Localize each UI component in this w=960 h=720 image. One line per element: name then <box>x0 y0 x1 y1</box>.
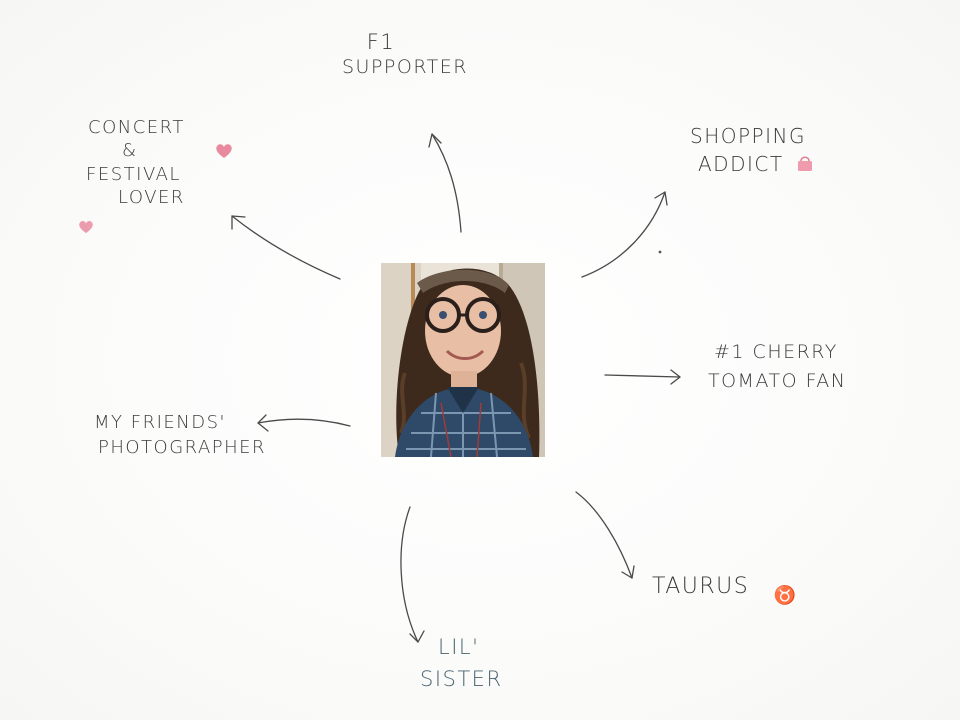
tomato-line: TOMATO FAN <box>708 369 847 392</box>
profile-photo <box>381 263 545 457</box>
lil-line: LIL' <box>438 635 480 659</box>
friends-line: MY FRIENDS' <box>94 412 226 433</box>
festival-line: FESTIVAL <box>86 163 181 185</box>
arrow-to-sister <box>400 506 425 643</box>
label-f1-supporter: F1 SUPPORTER <box>335 30 475 79</box>
photographer-line: PHOTOGRAPHER <box>98 437 267 459</box>
sister-line: SISTER <box>420 666 503 691</box>
concert-line: CONCERT <box>88 117 185 138</box>
arrow-to-taurus <box>575 491 635 579</box>
ampersand-line: & <box>122 140 138 162</box>
f1-line: F1 <box>366 30 396 54</box>
heart-icon <box>79 221 93 234</box>
shopping-line: SHOPPING <box>690 124 806 148</box>
arrow-to-concert <box>231 215 341 280</box>
taurus-sign-icon: ♉ <box>773 585 798 606</box>
pencil-dot <box>658 250 662 254</box>
label-taurus: TAURUS ♉ <box>652 574 798 606</box>
label-lil-sister: LIL' SISTER <box>420 632 503 695</box>
supporter-line: SUPPORTER <box>342 55 468 78</box>
label-concert-festival-lover: CONCERT & FESTIVAL LOVER <box>86 116 185 210</box>
label-cherry-tomato-fan: #1 CHERRY TOMATO FAN <box>708 338 846 395</box>
arrow-to-f1 <box>428 133 462 233</box>
cherry-line: #1 CHERRY <box>714 341 838 363</box>
label-friends-photographer: MY FRIENDS' PHOTOGRAPHER <box>94 410 266 460</box>
arrow-to-friends <box>257 414 351 432</box>
shopping-bag-icon <box>798 156 812 171</box>
taurus-line: TAURUS <box>652 574 750 599</box>
label-shopping-addict: SHOPPING ADDICT <box>690 122 806 178</box>
arrow-to-shopping <box>581 191 668 278</box>
addict-line: ADDICT <box>698 152 784 176</box>
lover-line: LOVER <box>118 187 185 209</box>
heart-icon <box>216 144 232 158</box>
arrow-to-cherry <box>604 369 681 385</box>
